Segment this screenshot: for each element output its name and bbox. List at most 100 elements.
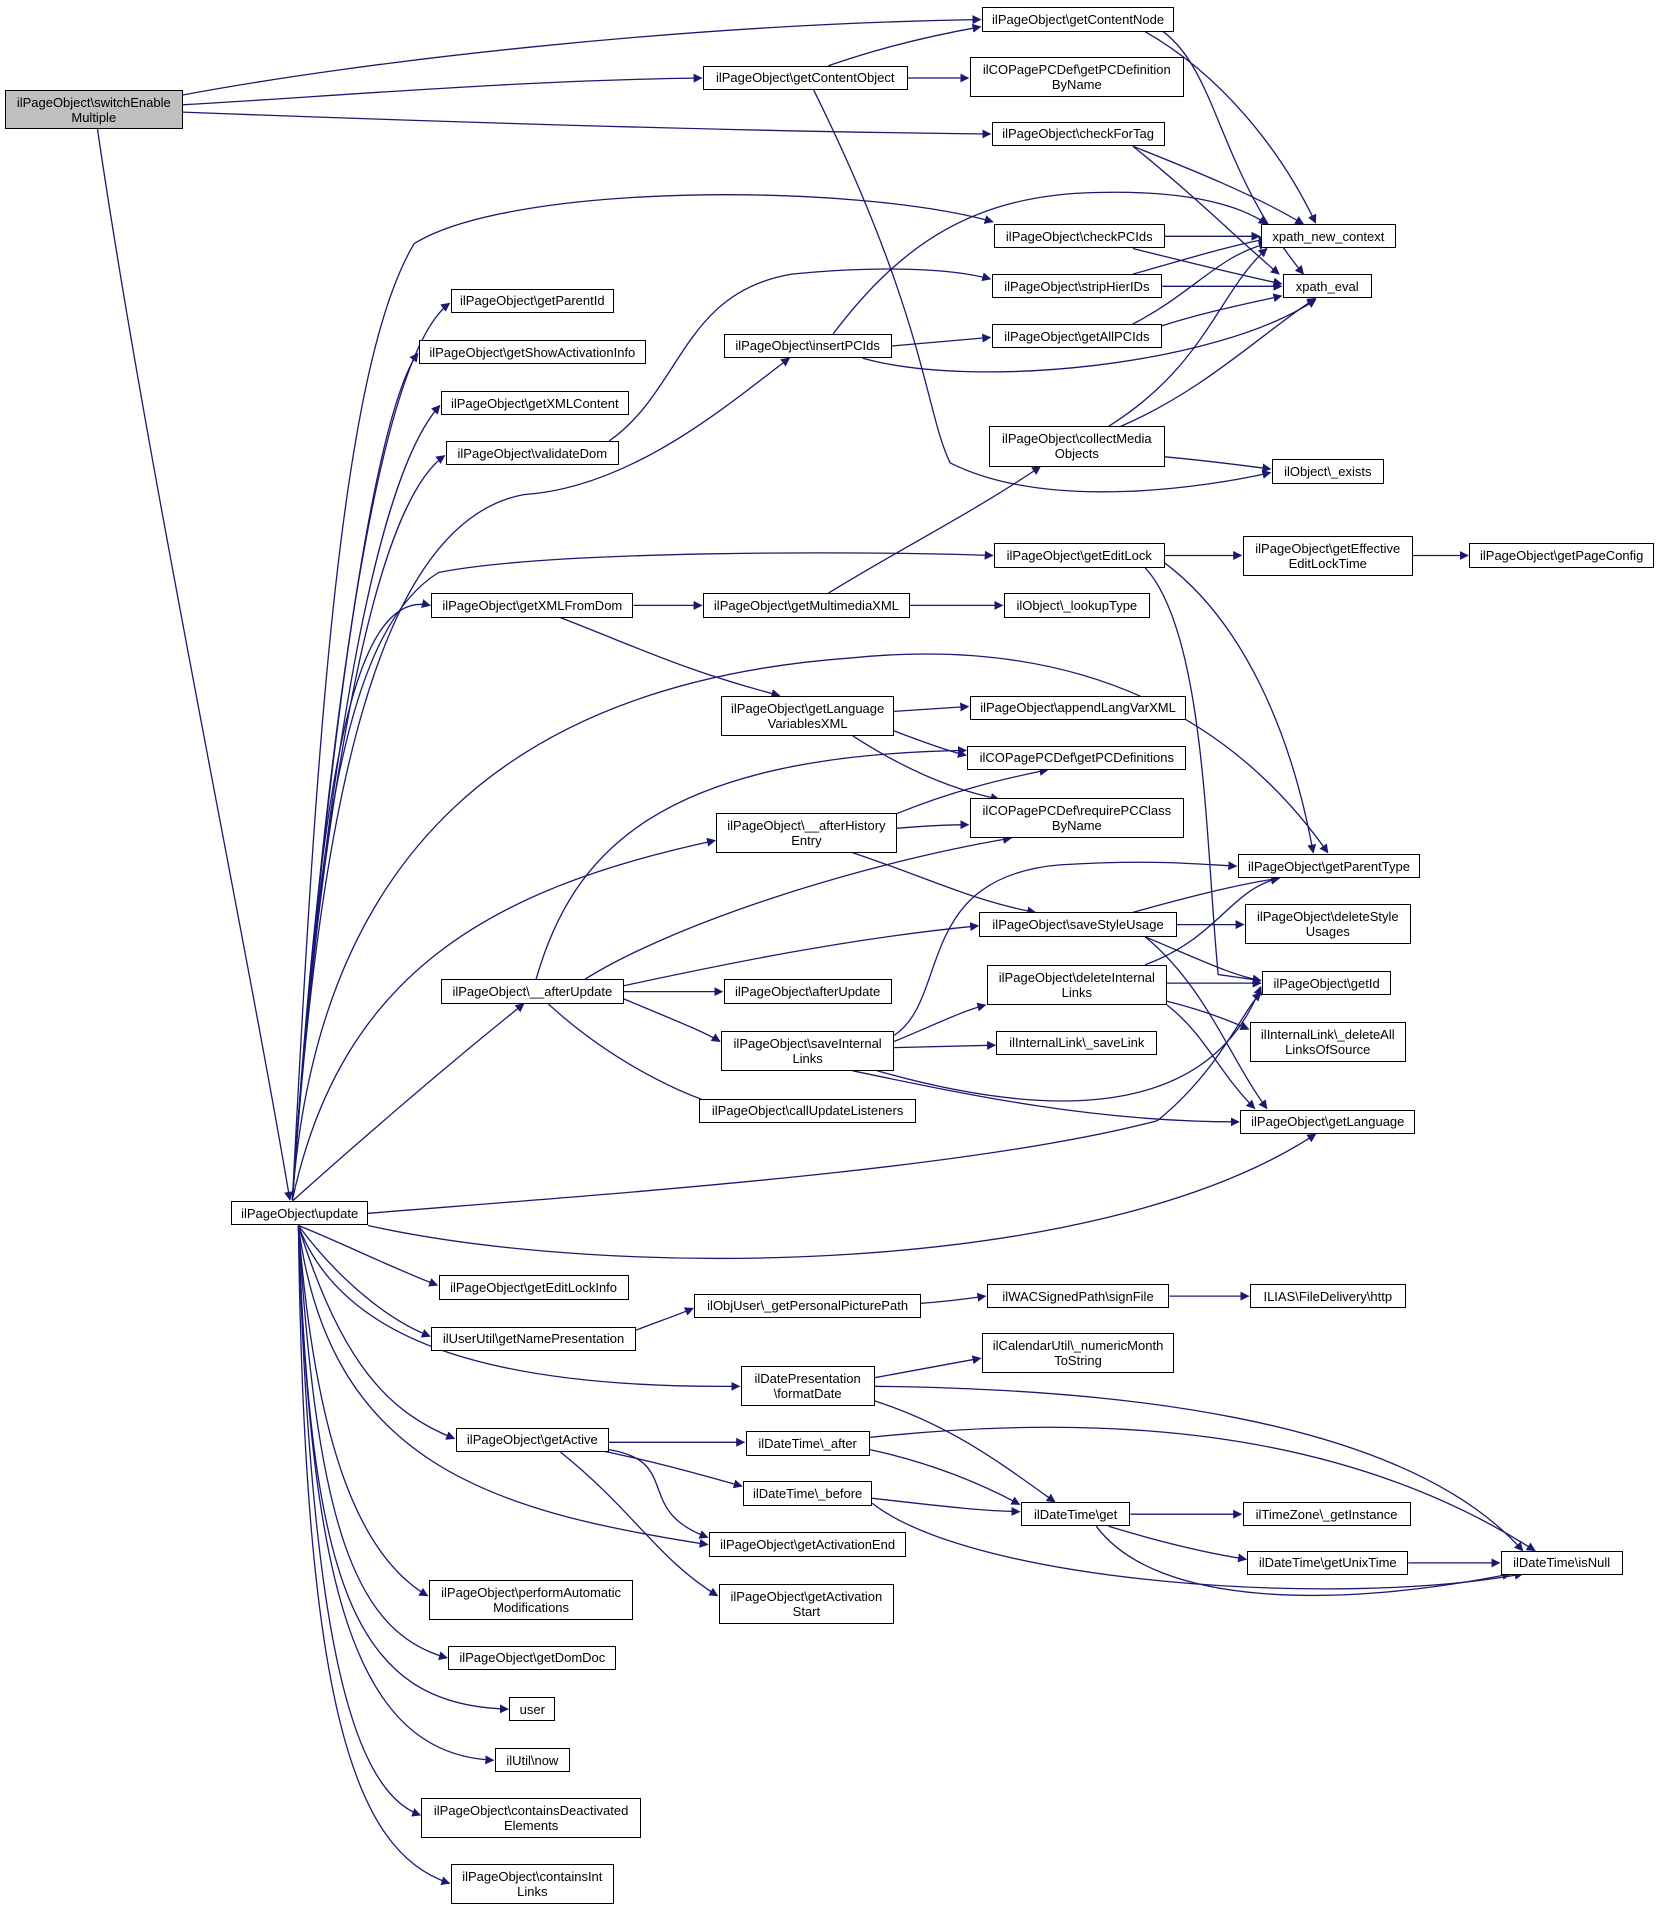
edge-to-getContentObject (182, 73, 703, 106)
node-getLanguageVariablesXML[interactable]: ilPageObject\getLanguage VariablesXML (721, 695, 895, 736)
node-before[interactable]: ilDateTime\_before (743, 1481, 873, 1506)
node-getEditLock[interactable]: ilPageObject\getEditLock (994, 543, 1165, 568)
node-containsDeactivatedElements[interactable]: ilPageObject\containsDeactivated Element… (421, 1797, 641, 1839)
node-now[interactable]: ilUtil\now (494, 1748, 571, 1773)
node-saveLink[interactable]: ilInternalLink\_saveLink (996, 1030, 1158, 1055)
node-label: ilPageObject\getXMLFromDom (442, 597, 623, 613)
node-deleteAllLinksOfSource[interactable]: ilInternalLink\_deleteAll LinksOfSource (1249, 1022, 1406, 1063)
node-stripHierIDs[interactable]: ilPageObject\stripHierIDs (991, 274, 1163, 299)
node-callUpdateListeners[interactable]: ilPageObject\callUpdateListeners (699, 1098, 917, 1124)
node-getDomDoc[interactable]: ilPageObject\getDomDoc (448, 1645, 617, 1671)
node-label: ilObjUser\_getPersonalPicturePath (707, 1298, 909, 1314)
node-getActivationEnd[interactable]: ilPageObject\getActivationEnd (708, 1532, 907, 1557)
edge-to-getParentType (893, 861, 1238, 1036)
node-afterUpdate[interactable]: ilPageObject\afterUpdate (723, 979, 892, 1004)
node-numericMonthToString[interactable]: ilCalendarUtil\_numericMonth ToString (981, 1332, 1175, 1373)
edge-to-collectMediaObjects (827, 466, 1042, 594)
node-__afterUpdate[interactable]: ilPageObject\__afterUpdate (440, 979, 624, 1004)
node-appendLangVarXML[interactable]: ilPageObject\appendLangVarXML (969, 695, 1187, 720)
node-label: ilUserUtil\getNamePresentation (442, 1331, 625, 1347)
node-deleteInternalLinks[interactable]: ilPageObject\deleteInternal Links (986, 964, 1167, 1005)
node-label: ilPageObject\getAllPCIds (1004, 328, 1150, 344)
edge-to-insertPCIds (291, 357, 791, 1200)
node-requirePCClassByName[interactable]: ilCOPagePCDef\requirePCClass ByName (969, 797, 1185, 839)
node-getActive[interactable]: ilPageObject\getActive (455, 1427, 610, 1453)
node-insertPCIds[interactable]: ilPageObject\insertPCIds (723, 333, 892, 359)
node-http[interactable]: ILIAS\FileDelivery\http (1249, 1283, 1406, 1309)
node-lookupType[interactable]: ilObject\_lookupType (1003, 593, 1150, 618)
node-label: ilObject\_exists (1284, 463, 1372, 479)
node-getPCDefinitionByName[interactable]: ilCOPagePCDef\getPCDefinition ByName (969, 57, 1185, 98)
node-label: ilPageObject\getActive (466, 1432, 598, 1448)
node-label: ilPageObject\saveInternal Links (733, 1035, 882, 1066)
node-saveInternalLinks[interactable]: ilPageObject\saveInternal Links (721, 1030, 895, 1071)
node-getActivationStart[interactable]: ilPageObject\getActivation Start (718, 1583, 895, 1624)
node-containsIntLinks[interactable]: ilPageObject\containsInt Links (450, 1863, 614, 1904)
node-getPersonalPicturePath[interactable]: ilObjUser\_getPersonalPicturePath (694, 1293, 921, 1319)
edge-to-getUnixTime (1108, 1525, 1248, 1563)
node-getLanguage[interactable]: ilPageObject\getLanguage (1240, 1109, 1416, 1135)
node-getShowActivationInfo[interactable]: ilPageObject\getShowActivationInfo (419, 339, 646, 365)
node-formatDate[interactable]: ilDatePresentation \formatDate (740, 1365, 875, 1406)
edge-to-getPersonalPicturePath (635, 1307, 694, 1331)
edge-to-__afterUpdate (291, 1003, 525, 1202)
node-label: ilPageObject\getXMLContent (450, 395, 619, 411)
edge-to-getId (1144, 567, 1262, 984)
node-deleteStyleUsages[interactable]: ilPageObject\deleteStyle Usages (1244, 903, 1411, 945)
node-getContentNode[interactable]: ilPageObject\getContentNode (981, 7, 1175, 32)
edge-to-getId (876, 985, 1263, 1102)
node-collectMediaObjects[interactable]: ilPageObject\collectMedia Objects (989, 426, 1165, 467)
node-dtget[interactable]: ilDateTime\get (1020, 1501, 1131, 1527)
node-exists[interactable]: ilObject\_exists (1271, 459, 1384, 484)
node-label: ilPageObject\getActivationEnd (720, 1537, 896, 1553)
node-label: ilPageObject\__afterHistory Entry (727, 817, 886, 848)
node-isNull[interactable]: ilDateTime\isNull (1500, 1550, 1623, 1576)
node-label: ilPageObject\containsInt Links (462, 1868, 603, 1899)
node-label: ilPageObject\getContentNode (992, 11, 1165, 27)
node-getUnixTime[interactable]: ilDateTime\getUnixTime (1247, 1550, 1409, 1576)
node-getPageConfig[interactable]: ilPageObject\getPageConfig (1469, 543, 1655, 568)
node-validateDom[interactable]: ilPageObject\validateDom (445, 440, 619, 466)
edge-to-requirePCClassByName (584, 835, 1012, 980)
node-root[interactable]: ilPageObject\switchEnable Multiple (4, 90, 183, 130)
node-getInstance[interactable]: ilTimeZone\_getInstance (1242, 1501, 1411, 1527)
node-label: ilDateTime\isNull (1513, 1555, 1611, 1571)
edge-to-dtget (874, 1400, 1056, 1503)
node-xpath_new_context[interactable]: xpath_new_context (1260, 224, 1396, 249)
node-getParentType[interactable]: ilPageObject\getParentType (1237, 853, 1421, 879)
node-label: ilInternalLink\_saveLink (1009, 1035, 1145, 1051)
node-signFile[interactable]: ilWACSignedPath\signFile (986, 1283, 1170, 1309)
edge-to-saveStyleUsage (852, 852, 1037, 916)
node-label: ilPageObject\insertPCIds (735, 338, 880, 354)
edge-to-getId (367, 992, 1262, 1214)
node-update[interactable]: ilPageObject\update (231, 1201, 368, 1226)
node-getContentObject[interactable]: ilPageObject\getContentObject (702, 65, 908, 91)
node-getAllPCIds[interactable]: ilPageObject\getAllPCIds (991, 324, 1163, 349)
node-getNamePresentation[interactable]: ilUserUtil\getNamePresentation (431, 1326, 636, 1351)
node-after[interactable]: ilDateTime\_after (745, 1431, 870, 1456)
node-getMultimediaXML[interactable]: ilPageObject\getMultimediaXML (702, 593, 910, 618)
node-afterHistoryEntry[interactable]: ilPageObject\__afterHistory Entry (716, 812, 897, 853)
node-label: ilDateTime\get (1033, 1506, 1118, 1522)
node-getXMLFromDom[interactable]: ilPageObject\getXMLFromDom (431, 593, 634, 618)
node-label: ilPageObject\getLanguage VariablesXML (731, 700, 885, 731)
node-getParentId[interactable]: ilPageObject\getParentId (450, 288, 614, 314)
node-xpath_eval[interactable]: xpath_eval (1282, 274, 1372, 299)
node-label: ilPageObject\deleteStyle Usages (1256, 908, 1399, 939)
node-checkPCIds[interactable]: ilPageObject\checkPCIds (994, 224, 1165, 249)
node-label: ilDateTime\getUnixTime (1258, 1555, 1397, 1571)
node-getEditLockInfo[interactable]: ilPageObject\getEditLockInfo (438, 1275, 629, 1300)
node-performAutomaticModifications[interactable]: ilPageObject\performAutomatic Modificati… (428, 1579, 634, 1621)
node-label: ilPageObject\checkPCIds (1005, 228, 1153, 244)
node-getId[interactable]: ilPageObject\getId (1262, 970, 1392, 996)
edge-to-containsIntLinks (297, 1225, 451, 1886)
node-getPCDefinitions[interactable]: ilCOPagePCDef\getPCDefinitions (967, 745, 1187, 770)
edge-to-deleteInternalLinks (893, 1002, 987, 1043)
node-saveStyleUsage[interactable]: ilPageObject\saveStyleUsage (979, 912, 1177, 937)
edge-layer (96, 15, 1536, 1886)
node-getEffectiveEditLockTime[interactable]: ilPageObject\getEffective EditLockTime (1242, 535, 1414, 577)
node-user[interactable]: user (509, 1696, 556, 1722)
node-checkForTag[interactable]: ilPageObject\checkForTag (991, 121, 1165, 147)
edge-to-dtget (872, 1497, 1021, 1516)
node-getXMLContent[interactable]: ilPageObject\getXMLContent (440, 391, 629, 416)
